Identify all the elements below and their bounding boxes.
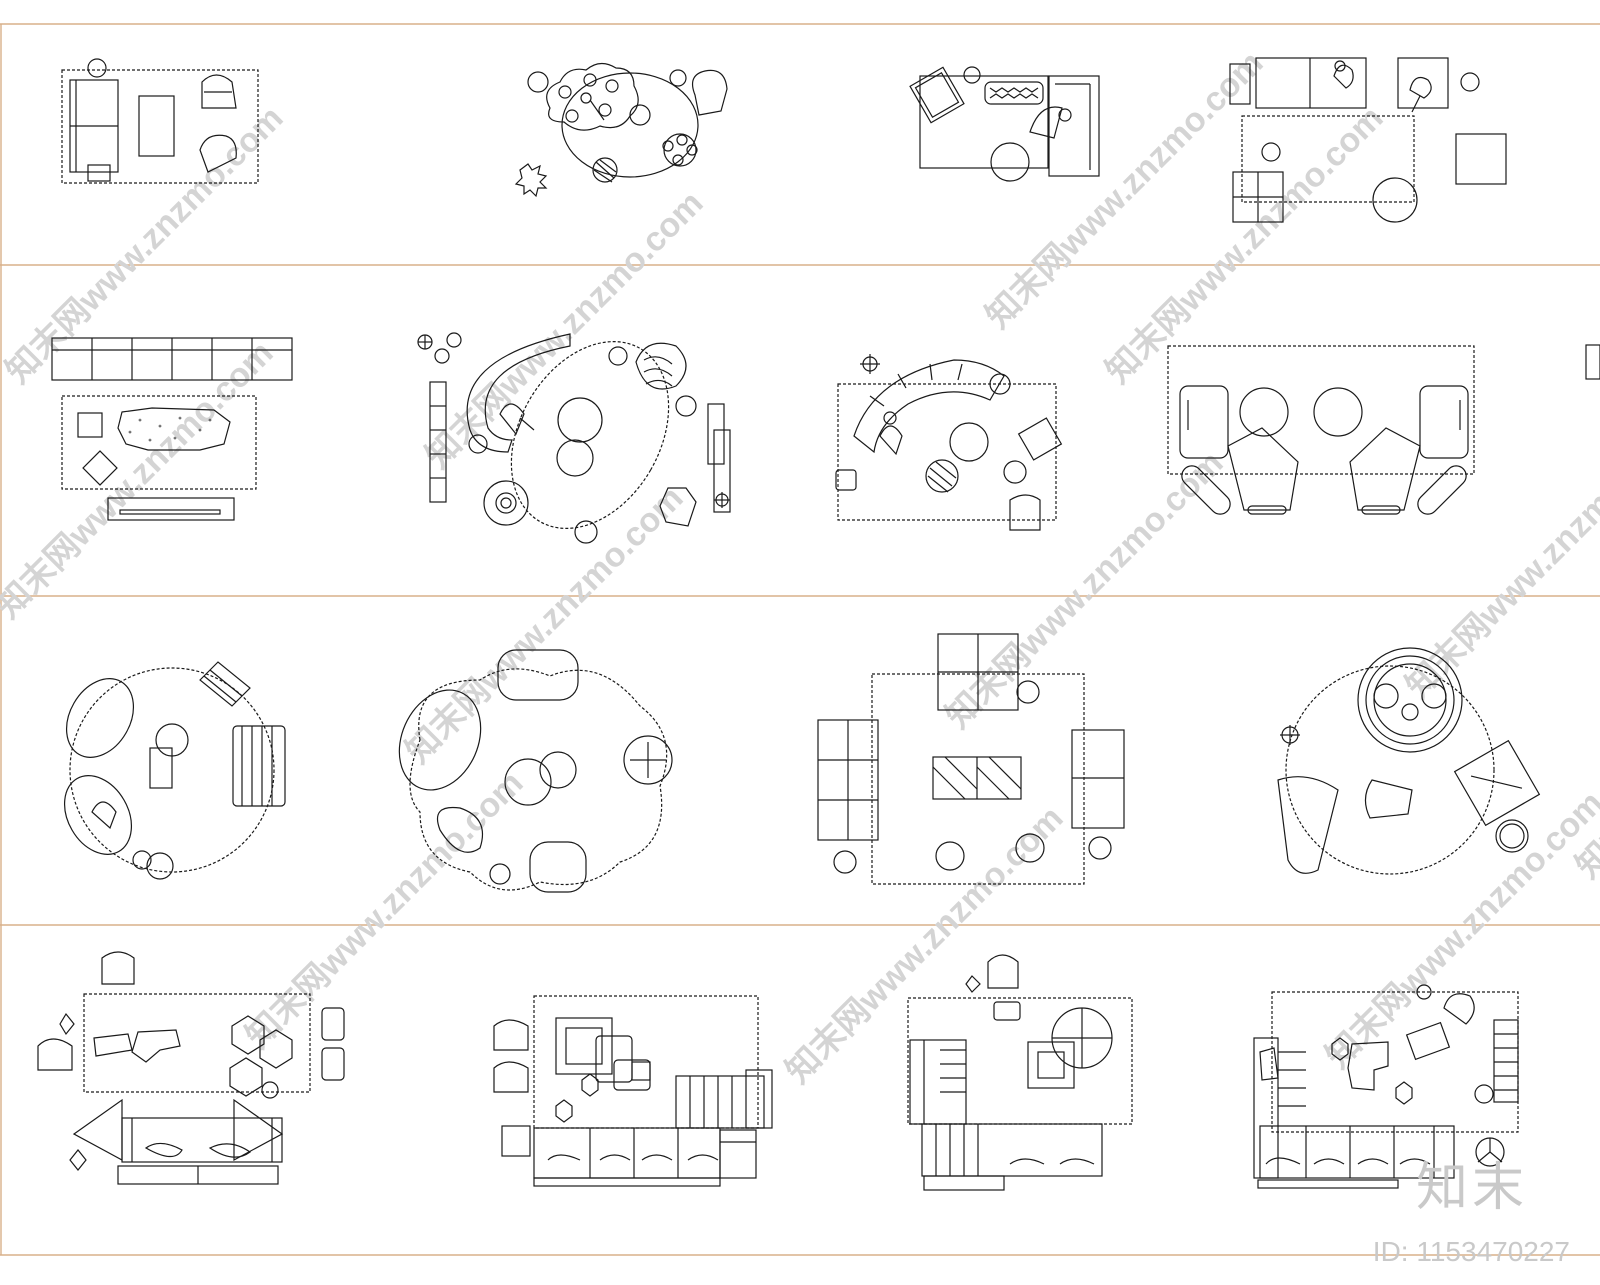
plan-sofa-chairs-rug xyxy=(493,995,773,1187)
site-watermark: 知末网www.znzmo.com xyxy=(779,799,1071,1091)
site-watermark: 知末网www.znzmo.com xyxy=(239,764,531,1056)
plan-curved-sofa-oval-rug xyxy=(417,332,731,544)
site-watermark: 知末网www.znzmo.com xyxy=(939,444,1231,736)
plan-rug-chaise-lounge xyxy=(909,66,1100,182)
site-watermark: 知末网www.znzmo.com xyxy=(419,184,711,476)
watermark-id: ID: 1153470227 xyxy=(1372,1236,1570,1267)
plan-round-rug-ornate-table xyxy=(1277,647,1541,875)
plan-modular-sofa-square-rug xyxy=(1229,57,1507,223)
site-watermark: 知末网www.znzmo.com xyxy=(979,44,1271,336)
site-watermark: 知末网www.znzmo.com xyxy=(1099,99,1391,391)
row-dividers xyxy=(0,23,1600,1256)
plan-sofa-rug-armchairs xyxy=(61,58,259,184)
site-watermark: 知末网www.znzmo.com xyxy=(1319,784,1600,1076)
site-watermark: 知末网www.znzmo.com xyxy=(399,479,691,771)
plan-u-sofa-rug xyxy=(1253,984,1519,1189)
site-watermarks: 知末网www.znzmo.com 知末网www.znzmo.com 知末网www… xyxy=(0,44,1600,1091)
plan-organic-rug-seating xyxy=(398,649,673,893)
plan-sectional-stone-rug xyxy=(51,337,293,521)
plan-round-rug-poufs xyxy=(63,661,286,880)
site-watermark: 知末网www.znzmo.com xyxy=(0,334,281,626)
plan-angled-sofa-round-tables xyxy=(1167,344,1600,515)
plan-curved-sofa-armchairs xyxy=(835,354,1063,531)
plan-square-rug-modules xyxy=(817,633,1125,885)
plan-sofa-hex-tables xyxy=(37,951,345,1185)
plan-cluster-round-rug xyxy=(514,62,728,198)
plan-l-sofa-round-table xyxy=(907,954,1133,1191)
watermark-logo: 知末 xyxy=(1415,1158,1528,1218)
